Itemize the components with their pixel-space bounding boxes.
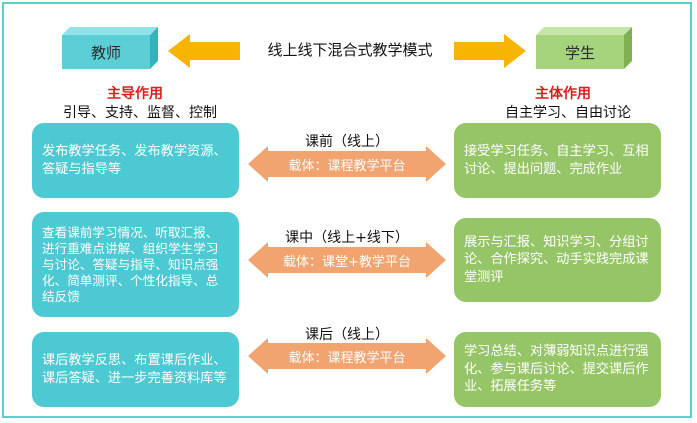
student-card-after-text: 学习总结、对薄弱知识点进行强化、参与课后讨论、提交课后作业、拓展任务等 bbox=[464, 344, 649, 395]
teacher-card-during: 查看课前学习情况、听取汇报、进行重难点讲解、组织学生学习与讨论、答疑与指导、知识… bbox=[32, 212, 239, 317]
student-card-during-text: 展示与汇报、知识学习、分组讨论、合作探究、动手实践完成课堂测评 bbox=[464, 234, 649, 285]
teacher-card-before: 发布教学任务、发布教学资源、答疑与指导等 bbox=[32, 123, 239, 198]
double-arrow-before bbox=[248, 146, 446, 182]
diagram-frame bbox=[2, 2, 692, 418]
carrier-label-during: 载体：课堂+教学平台 bbox=[283, 255, 411, 270]
student-block-shape bbox=[536, 27, 632, 69]
diagram-title: 线上线下混合式教学模式 bbox=[267, 41, 433, 59]
carrier-label-before: 载体：课程教学平台 bbox=[288, 159, 406, 174]
teacher-card-before-text: 发布教学任务、发布教学资源、答疑与指导等 bbox=[42, 144, 227, 177]
teacher-role-title: 主导作用 bbox=[107, 86, 163, 102]
teacher-card-after: 课后教学反思、布置课后作业、课后答疑、进一步完善资料库等 bbox=[32, 332, 239, 407]
teacher-card-after-text: 课后教学反思、布置课后作业、课后答疑、进一步完善资料库等 bbox=[42, 353, 227, 386]
student-block-label: 学生 bbox=[564, 43, 595, 62]
student-card-before-text: 接受学习任务、自主学习、互相讨论、提出问题、完成作业 bbox=[464, 144, 649, 177]
stage-label-before: 课前（线上） bbox=[305, 134, 389, 150]
double-arrow-during bbox=[248, 242, 446, 278]
carrier-label-after: 载体：课程教学平台 bbox=[288, 351, 406, 366]
student-card-during: 展示与汇报、知识学习、分组讨论、合作探究、动手实践完成课堂测评 bbox=[454, 218, 661, 302]
right-yellow-arrow bbox=[454, 34, 526, 68]
teacher-block: 教师 bbox=[62, 27, 162, 71]
teacher-block-shape bbox=[62, 27, 158, 69]
student-block: 学生 bbox=[536, 27, 636, 71]
left-yellow-arrow bbox=[168, 34, 240, 68]
student-card-after: 学习总结、对薄弱知识点进行强化、参与课后讨论、提交课后作业、拓展任务等 bbox=[454, 332, 661, 407]
stage-label-during: 课中（线上+线下） bbox=[285, 230, 409, 246]
double-arrow-after bbox=[248, 338, 446, 374]
teacher-card-during-text: 查看课前学习情况、听取汇报、进行重难点讲解、组织学生学习与讨论、答疑与指导、知识… bbox=[42, 224, 219, 304]
student-card-before: 接受学习任务、自主学习、互相讨论、提出问题、完成作业 bbox=[454, 123, 661, 198]
teacher-block-label: 教师 bbox=[90, 43, 121, 62]
student-role-desc: 自主学习、自由讨论 bbox=[505, 105, 631, 121]
stage-label-after: 课后（线上） bbox=[305, 327, 389, 343]
teacher-role-desc: 引导、支持、监督、控制 bbox=[63, 105, 217, 121]
student-role-title: 主体作用 bbox=[535, 86, 591, 102]
